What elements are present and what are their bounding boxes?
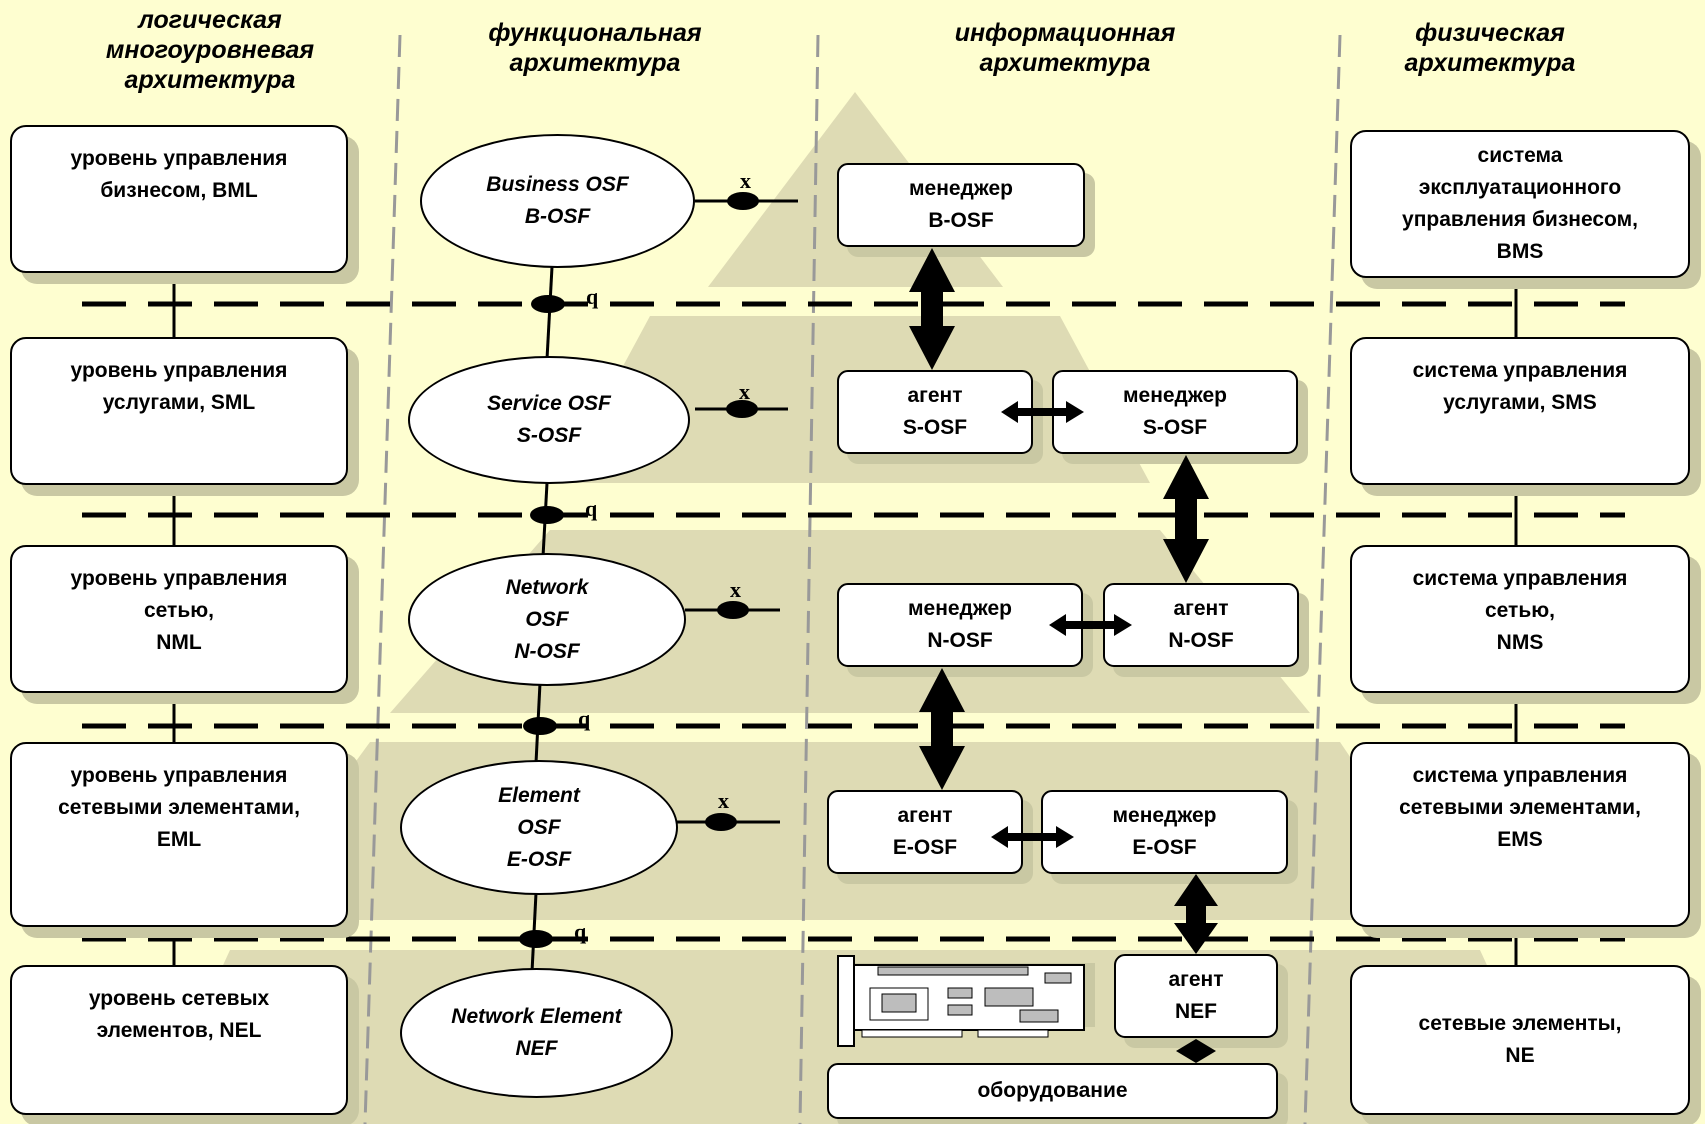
agent-s-osf: агент S-OSF (837, 370, 1033, 454)
manager-e-osf: менеджер E-OSF (1041, 790, 1288, 874)
func-block-nef: Network Element NEF (400, 968, 673, 1098)
physical-system-ems: система управления сетевыми элементами, … (1350, 742, 1690, 927)
physical-system-nms: система управления сетью, NMS (1350, 545, 1690, 693)
x-label-1: x (740, 168, 751, 193)
q-interface-dot-4 (519, 930, 553, 948)
func-block-n-osf: Network OSF N-OSF (408, 553, 686, 686)
q-label-1: q (586, 284, 599, 309)
equipment-box: оборудование (827, 1063, 1278, 1119)
logical-level-eml: уровень управления сетевыми элементами, … (10, 742, 348, 927)
logical-level-nml: уровень управления сетью, NML (10, 545, 348, 693)
x-label-4: x (718, 788, 729, 813)
manager-b-osf: менеджер B-OSF (837, 163, 1085, 247)
q-interface-dot-2 (530, 506, 564, 524)
header-logical-architecture: логическая многоуровневая архитектура (105, 6, 315, 94)
logical-level-bml: уровень управления бизнесом, BML (10, 125, 348, 273)
x-label-3: x (730, 577, 741, 602)
x-interface-dot-3 (717, 601, 749, 619)
logical-level-sml: уровень управления услугами, SML (10, 337, 348, 485)
x-interface-dot-1 (727, 192, 759, 210)
column-divider-1 (363, 34, 402, 1124)
manager-n-osf: менеджер N-OSF (837, 583, 1083, 667)
column-divider-3 (1303, 34, 1342, 1124)
func-connector-1 (545, 266, 554, 360)
physical-system-ne: сетевые элементы, NE (1350, 965, 1690, 1115)
header-functional-architecture: функциональная архитектура (488, 19, 702, 77)
manager-s-osf: менеджер S-OSF (1052, 370, 1298, 454)
physical-system-bms: система эксплуатационного управления биз… (1350, 130, 1690, 278)
column-divider-2 (798, 34, 820, 1124)
agent-e-osf: агент E-OSF (827, 790, 1023, 874)
q-label-3: q (578, 706, 591, 731)
q-label-4: q (574, 919, 587, 944)
logical-level-nel: уровень сетевых элементов, NEL (10, 965, 348, 1115)
func-block-e-osf: Element OSF E-OSF (400, 760, 678, 895)
func-block-b-osf: Business OSF B-OSF (420, 134, 695, 268)
func-block-s-osf: Service OSF S-OSF (408, 356, 690, 484)
header-informational-architecture: информационная архитектура (954, 19, 1176, 77)
agent-n-osf: агент N-OSF (1103, 583, 1299, 667)
physical-system-sms: система управления услугами, SMS (1350, 337, 1690, 485)
agent-nef: агент NEF (1114, 954, 1278, 1038)
x-interface-dot-2 (726, 400, 758, 418)
q-interface-dot-1 (531, 295, 565, 313)
q-label-2: q (585, 496, 598, 521)
header-physical-architecture: физическая архитектура (1404, 19, 1576, 77)
x-interface-dot-4 (705, 813, 737, 831)
q-interface-dot-3 (523, 717, 557, 735)
x-label-2: x (739, 379, 750, 404)
